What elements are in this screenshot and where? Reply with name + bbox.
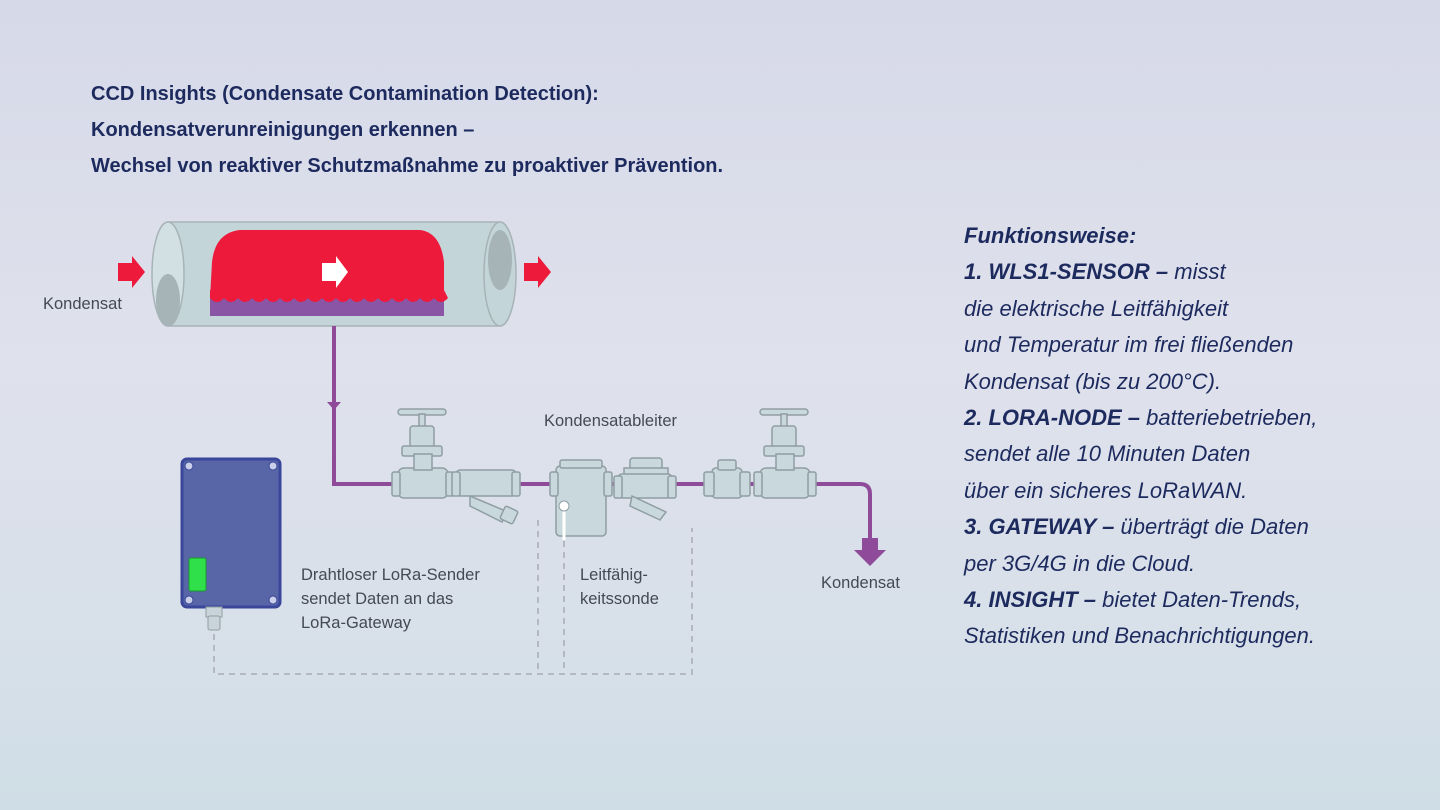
function-item-1-line-3: und Temperatur im frei fließenden [964,332,1294,358]
function-item-1-line-4: Kondensat (bis zu 200°C). [964,368,1222,394]
down-arrow-outlet-icon [854,538,886,566]
function-item-2-name: 2. LORA-NODE – [964,405,1141,431]
function-item-1-text: misst [1168,259,1226,285]
sender-label: Drahtloser LoRa-Sender sendet Daten an d… [301,563,480,635]
lora-sender-box [180,457,282,631]
function-item-3: 3. GATEWAY – überträgt die Daten [964,509,1317,545]
down-arrow-small-icon [327,402,341,410]
function-item-3-name: 3. GATEWAY – [964,514,1115,540]
function-heading: Funktionsweise: [964,223,1137,248]
function-item-1-line-2: die elektrische Leitfähigkeit [964,295,1229,321]
function-item-1: 1. WLS1-SENSOR – misst [964,254,1317,290]
condensate-line [332,326,872,538]
steam-pipe [151,221,517,327]
outlet-label: Kondensat [821,574,900,592]
function-item-3-text: überträgt die Daten [1114,514,1309,540]
shutoff-valve-left-icon [391,408,455,499]
sender-label-line-3: LoRa-Gateway [301,614,412,632]
inlet-arrow-icon [118,256,145,288]
function-item-4-name: 4. INSIGHT – [964,587,1097,613]
title-line-3: Wechsel von reaktiver Schutzmaßnahme zu … [91,155,724,177]
probe-label-line-2: keitssonde [580,590,659,608]
flow-arrow-icon [322,256,348,288]
function-item-2-text: batteriebetrieben, [1140,405,1318,431]
probe-label-line-1: Leitfähig- [580,566,648,584]
probe-label: Leitfähig- keitssonde [580,563,659,611]
status-led-icon [188,557,207,592]
function-item-2-line-2: sendet alle 10 Minuten Daten [964,441,1251,467]
function-item-1-name: 1. WLS1-SENSOR – [964,259,1169,285]
title-block: CCD Insights (Condensate Contamination D… [91,76,723,184]
steam-trap-icon [613,457,677,521]
title-line-1: CCD Insights (Condensate Contamination D… [91,83,599,105]
function-description: Funktionsweise: 1. WLS1-SENSOR – misst d… [964,218,1317,655]
dashed-line-outer [213,528,693,675]
steam-trap-label: Kondensatableiter [544,412,678,430]
sender-label-line-2: sendet Daten an das [301,590,454,608]
title-line-2: Kondensatverunreinigungen erkennen – [91,119,475,141]
check-valve-icon [703,459,751,499]
outlet-arrow-icon [524,256,551,288]
signal-lines [213,520,693,675]
inlet-label: Kondensat [43,295,122,313]
function-item-2-line-3: über ein sicheres LoRaWAN. [964,477,1248,503]
function-item-4: 4. INSIGHT – bietet Daten-Trends, [964,582,1317,618]
function-item-2: 2. LORA-NODE – batteriebetrieben, [964,400,1317,436]
function-item-4-line-2: Statistiken und Benachrichtigungen. [964,623,1316,649]
sender-label-line-1: Drahtloser LoRa-Sender [301,566,480,584]
function-item-4-text: bietet Daten-Trends, [1096,587,1302,613]
condensate-layer [210,298,444,316]
strainer-icon [451,469,521,525]
function-item-3-line-2: per 3G/4G in die Cloud. [964,550,1196,576]
shutoff-valve-right-icon [753,408,817,499]
probe-housing-icon [549,459,613,537]
